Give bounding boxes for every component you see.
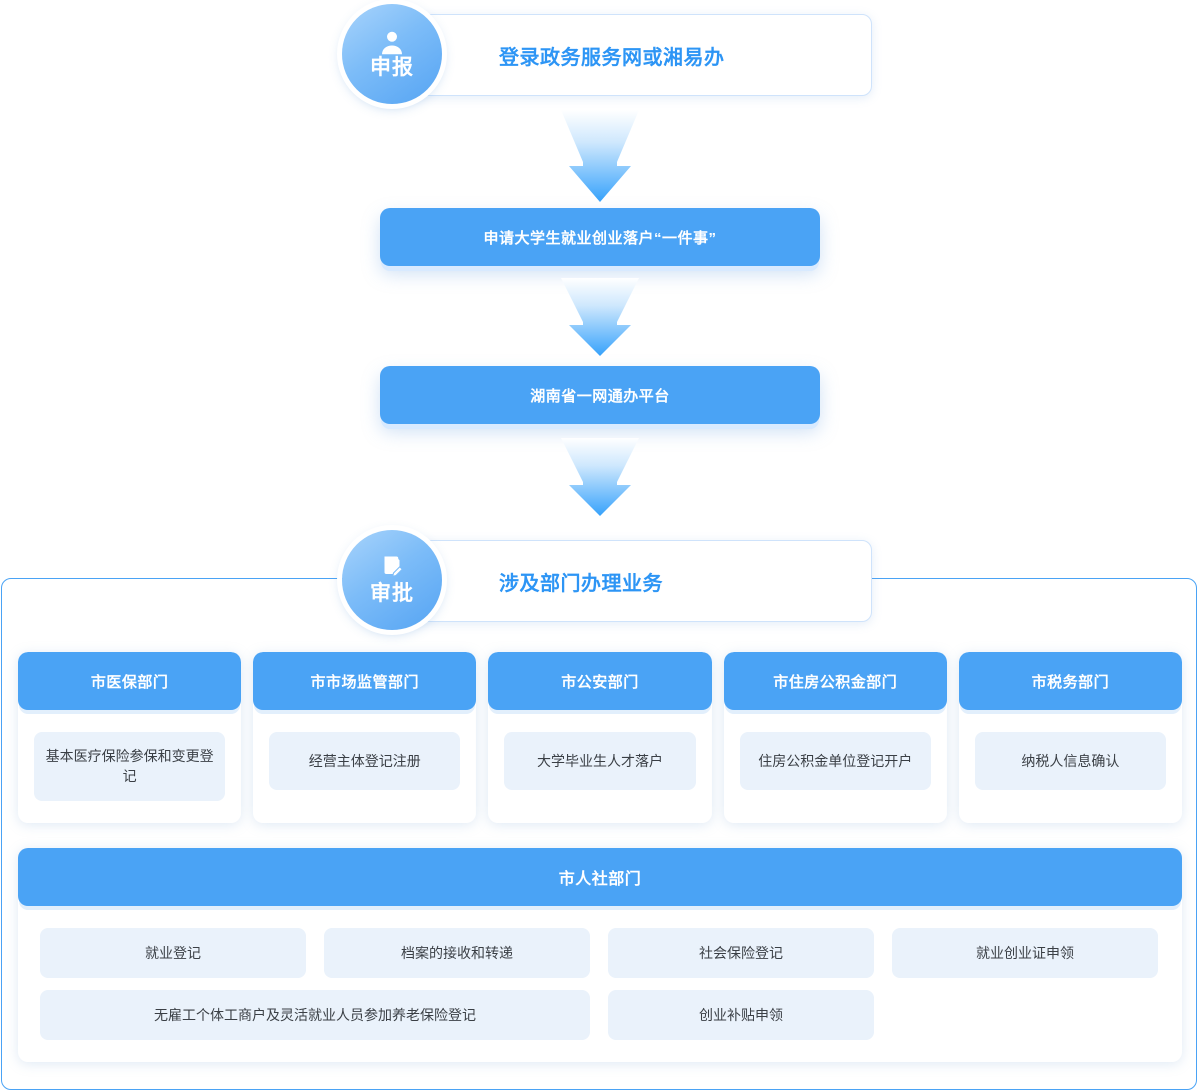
department-items: 基本医疗保险参保和变更登记 [18, 710, 241, 801]
department-items: 纳税人信息确认 [959, 710, 1182, 790]
human-resources-item-row: 无雇工个体工商户及灵活就业人员参加养老保险登记 创业补贴申领 [40, 990, 1160, 1040]
process-box-1[interactable]: 申请大学生就业创业落户“一件事” [380, 208, 820, 266]
arrow-down-2 [561, 278, 639, 356]
stage-bar-label-approve: 涉及部门办理业务 [499, 572, 663, 595]
stage-row-declare: 登录政务服务网或湘易办 申报 [342, 4, 872, 104]
arrow-down-3 [561, 438, 639, 516]
stage-bar-label-declare: 登录政务服务网或湘易办 [499, 46, 725, 69]
stage-badge-approve: 审批 [342, 530, 442, 630]
row-spacer [892, 990, 1160, 1040]
human-resources-item[interactable]: 就业登记 [40, 928, 306, 978]
department-title-human-resources: 市人社部门 [18, 848, 1182, 906]
stage-badge-declare: 申报 [342, 4, 442, 104]
human-resources-item-row: 就业登记 档案的接收和转递 社会保险登记 就业创业证申领 [40, 928, 1160, 978]
human-resources-item[interactable]: 创业补贴申领 [608, 990, 874, 1040]
human-resources-items: 就业登记 档案的接收和转递 社会保险登记 就业创业证申领 无雇工个体工商户及灵活… [18, 906, 1182, 1040]
department-title: 市市场监管部门 [253, 652, 477, 710]
department-item[interactable]: 纳税人信息确认 [974, 732, 1167, 790]
department-row: 市医保部门 基本医疗保险参保和变更登记 市市场监管部门 经营主体登记注册 市公安… [18, 652, 1183, 823]
department-items: 住房公积金单位登记开户 [724, 710, 947, 790]
process-box-2-label: 湖南省一网通办平台 [530, 387, 670, 405]
department-card-public-security[interactable]: 市公安部门 大学毕业生人才落户 [488, 652, 712, 823]
department-item[interactable]: 大学毕业生人才落户 [504, 732, 696, 790]
arrow-down-1 [561, 110, 639, 202]
stage-badge-text-declare: 申报 [370, 56, 414, 80]
human-resources-item[interactable]: 档案的接收和转递 [324, 928, 590, 978]
stage-badge-text-approve: 审批 [370, 582, 414, 606]
department-title: 市公安部门 [488, 652, 712, 710]
department-items: 大学毕业生人才落户 [488, 710, 711, 790]
department-item[interactable]: 住房公积金单位登记开户 [739, 732, 931, 790]
department-card-housing-fund[interactable]: 市住房公积金部门 住房公积金单位登记开户 [723, 652, 947, 823]
stage-bar-approve: 涉及部门办理业务 [388, 540, 872, 622]
department-card-market-regulation[interactable]: 市市场监管部门 经营主体登记注册 [253, 652, 477, 823]
document-edit-icon [384, 556, 404, 578]
person-icon [382, 32, 402, 55]
human-resources-item[interactable]: 就业创业证申领 [892, 928, 1158, 978]
process-box-1-label: 申请大学生就业创业落户“一件事” [483, 229, 717, 247]
human-resources-item[interactable]: 社会保险登记 [608, 928, 874, 978]
process-box-2[interactable]: 湖南省一网通办平台 [380, 366, 820, 424]
human-resources-item[interactable]: 无雇工个体工商户及灵活就业人员参加养老保险登记 [40, 990, 590, 1040]
department-items: 经营主体登记注册 [253, 710, 476, 790]
department-title: 市住房公积金部门 [723, 652, 947, 710]
department-item[interactable]: 经营主体登记注册 [269, 732, 461, 790]
stage-bar-declare: 登录政务服务网或湘易办 [388, 14, 872, 96]
stage-row-approve: 涉及部门办理业务 审批 [342, 530, 872, 630]
department-item[interactable]: 基本医疗保险参保和变更登记 [34, 732, 226, 801]
department-card-medical-insurance[interactable]: 市医保部门 基本医疗保险参保和变更登记 [18, 652, 242, 823]
department-title: 市税务部门 [958, 652, 1183, 710]
department-title: 市医保部门 [18, 652, 242, 710]
department-card-human-resources[interactable]: 市人社部门 就业登记 档案的接收和转递 社会保险登记 就业创业证申领 无雇工个体… [18, 848, 1182, 1062]
department-card-taxation[interactable]: 市税务部门 纳税人信息确认 [958, 652, 1183, 823]
